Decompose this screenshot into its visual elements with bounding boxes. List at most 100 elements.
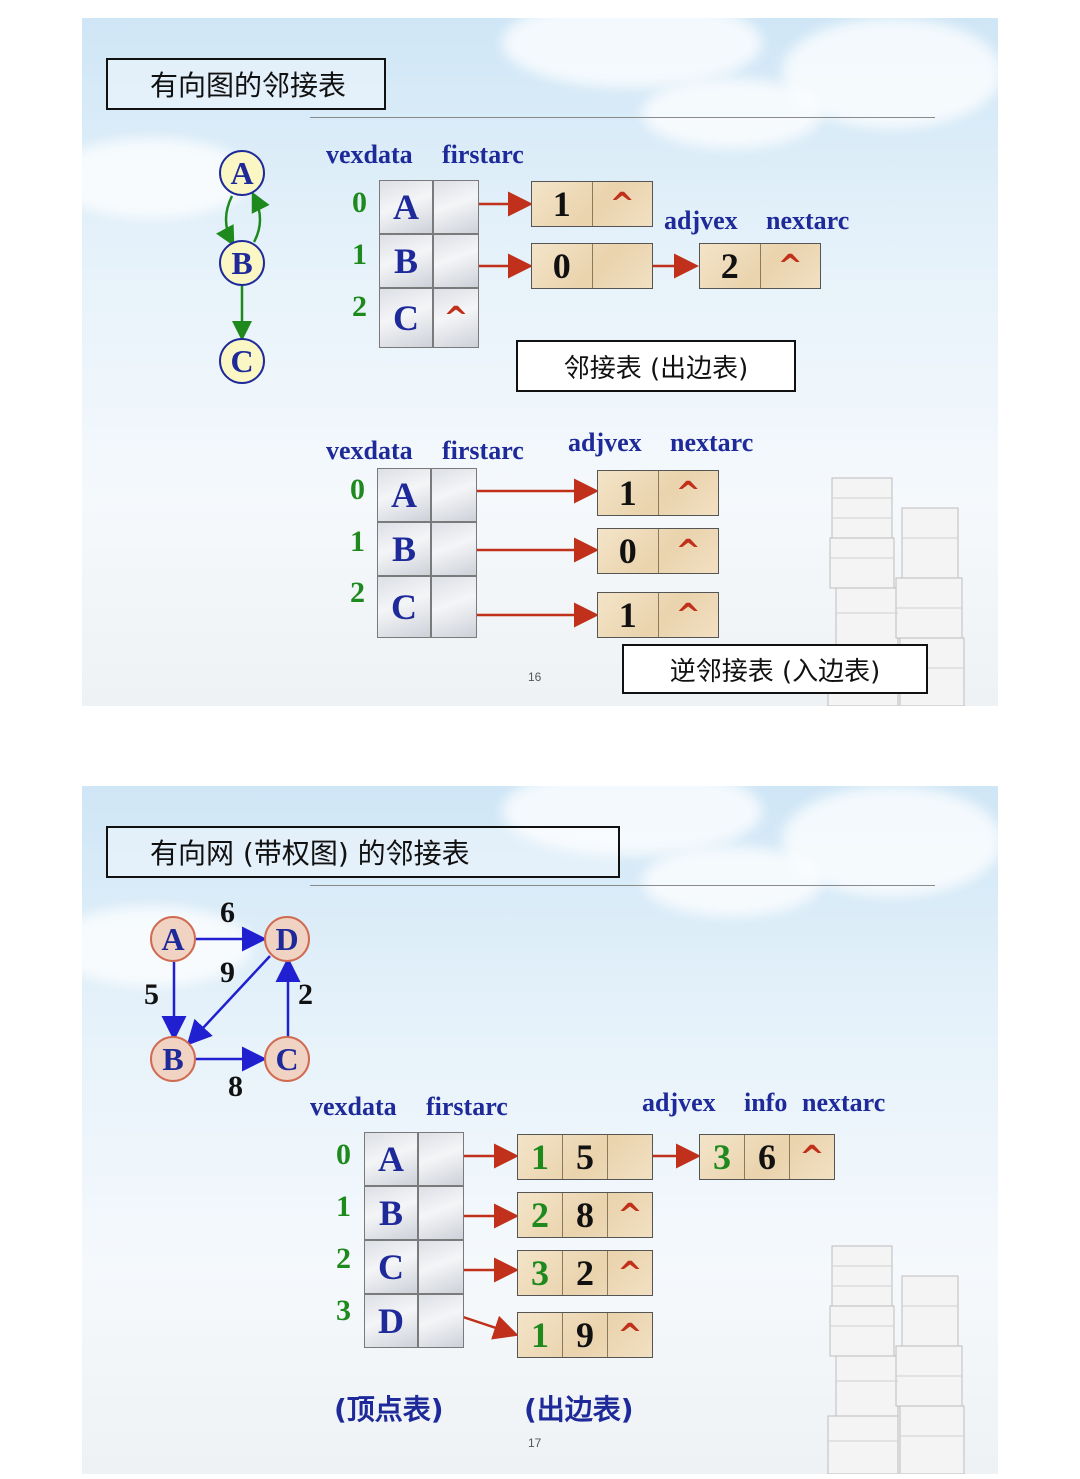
adjvex-cell: 1 [532,182,593,226]
page-number: 16 [528,670,541,684]
wgraph-node-a: A [150,916,196,962]
weight-ad: 6 [220,896,235,930]
index-3-c: 3 [336,1294,351,1328]
index-1-c: 1 [336,1190,351,1224]
adjvex-cell: 3 [518,1251,563,1295]
vertex-cell-a-2: A [377,468,431,522]
weight-db: 9 [220,956,235,990]
caption-edge-table: (出边表) [524,1388,634,1428]
in-arc-node-b: 0 ^ [597,528,719,574]
null-pointer-icon: ^ [778,249,803,284]
adjvex-cell: 2 [518,1193,563,1237]
header-firstarc: firstarc [442,140,524,170]
firstarc-cell-0 [433,180,479,234]
header-nextarc-3: nextarc [802,1088,885,1118]
nextarc-cell: ^ [659,593,719,637]
warc-node-a-2: 3 6 ^ [699,1134,835,1180]
header-adjvex: adjvex [664,206,738,236]
arc-node-b-1: 0 [531,243,653,289]
warc-node-b: 2 8 ^ [517,1192,653,1238]
header-vexdata-3: vexdata [310,1092,397,1122]
index-0-c: 0 [336,1138,351,1172]
index-1-b: 1 [350,525,365,559]
null-pointer-icon: ^ [617,1198,642,1233]
info-cell: 6 [745,1135,790,1179]
adjvex-cell: 0 [532,244,593,288]
null-pointer-icon: ^ [617,1318,642,1353]
slide-17: 有向网 (带权图) 的邻接表 A D B C 6 9 5 2 8 vexd [82,786,998,1474]
nextarc-cell: ^ [761,244,821,288]
firstarc-cell-2: ^ [433,288,479,348]
warc-node-c: 3 2 ^ [517,1250,653,1296]
null-pointer-icon: ^ [610,187,635,222]
wgraph-node-d-label: D [275,921,298,958]
header-adjvex-3: adjvex [642,1088,716,1118]
null-pointer-icon: ^ [617,1256,642,1291]
graph-node-c-label: C [230,343,253,380]
paper-stack-illustration-2 [812,1236,992,1474]
nextarc-cell [593,244,653,288]
firstarc-cell-1-2 [431,522,477,576]
page-number-2: 17 [528,1436,541,1450]
vertex-cell-c: C [379,288,433,348]
index-0-b: 0 [350,473,365,507]
nextarc-cell: ^ [790,1135,834,1179]
wgraph-node-c: C [264,1036,310,1082]
in-list-label: 逆邻接表 (入边表) [622,644,928,694]
header-firstarc-2: firstarc [442,436,524,466]
adjvex-cell: 0 [598,529,659,573]
firstarc-cell-3-3 [418,1294,464,1348]
index-2: 2 [352,290,367,324]
nextarc-cell: ^ [659,471,719,515]
adjvex-cell: 1 [518,1313,563,1357]
null-pointer-icon: ^ [443,301,468,336]
firstarc-cell-2-2 [431,576,477,638]
arc-node-b-2: 2 ^ [699,243,821,289]
nextarc-cell: ^ [608,1193,652,1237]
header-nextarc: nextarc [766,206,849,236]
header-nextarc-2: nextarc [670,428,753,458]
nextarc-cell: ^ [608,1251,652,1295]
vertex-cell-a-3: A [364,1132,418,1186]
adjvex-cell: 1 [518,1135,563,1179]
in-arc-node-c: 1 ^ [597,592,719,638]
nextarc-cell [608,1135,652,1179]
wgraph-node-c-label: C [275,1041,298,1078]
index-2-b: 2 [350,576,365,610]
header-info-3: info [744,1088,787,1118]
index-2-c: 2 [336,1242,351,1276]
header-adjvex-2: adjvex [568,428,642,458]
graph-node-c: C [219,338,265,384]
graph-node-b: B [219,240,265,286]
vertex-cell-c-2: C [377,576,431,638]
info-cell: 2 [563,1251,608,1295]
adjvex-cell: 3 [700,1135,745,1179]
graph-node-a-label: A [230,155,253,192]
wgraph-node-d: D [264,916,310,962]
slide-16: 有向图的邻接表 A B C vexdata firstarc adjvex [82,18,998,706]
warc-node-d: 1 9 ^ [517,1312,653,1358]
vertex-cell-a: A [379,180,433,234]
weight-bc: 8 [228,1070,243,1104]
firstarc-cell-2-3 [418,1240,464,1294]
weight-cd: 2 [298,978,313,1012]
wgraph-node-b: B [150,1036,196,1082]
nextarc-cell: ^ [659,529,719,573]
firstarc-cell-0-3 [418,1132,464,1186]
firstarc-cell-1-3 [418,1186,464,1240]
vertex-cell-b-2: B [377,522,431,576]
out-list-label: 邻接表 (出边表) [516,340,796,392]
nextarc-cell: ^ [608,1313,652,1357]
adjvex-cell: 1 [598,593,659,637]
null-pointer-icon: ^ [676,476,701,511]
graph-node-b-label: B [231,245,252,282]
adjvex-cell: 2 [700,244,761,288]
header-vexdata-2: vexdata [326,436,413,466]
adjvex-cell: 1 [598,471,659,515]
index-0: 0 [352,186,367,220]
warc-node-a-1: 1 5 [517,1134,653,1180]
vertex-cell-c-3: C [364,1240,418,1294]
wgraph-node-b-label: B [162,1041,183,1078]
null-pointer-icon: ^ [799,1140,824,1175]
in-arc-node-a: 1 ^ [597,470,719,516]
